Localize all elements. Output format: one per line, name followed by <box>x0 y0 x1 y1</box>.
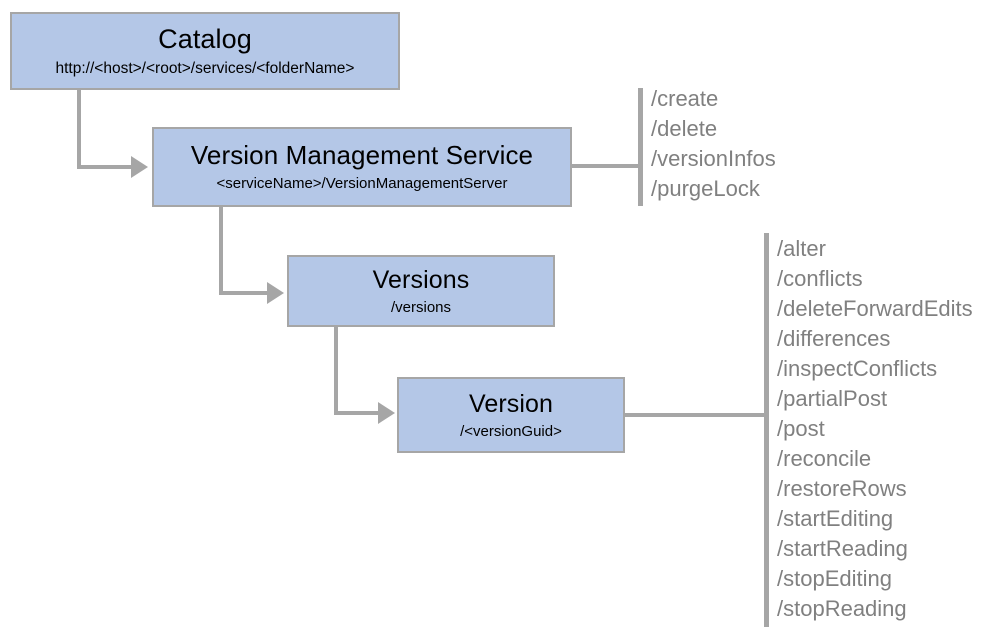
operation-list-version: /alter/conflicts/deleteForwardEdits/diff… <box>777 234 973 624</box>
operations-bracket-version <box>764 233 769 627</box>
operation-version-item: /alter <box>777 236 826 261</box>
operation-version-item: /stopReading <box>777 596 907 621</box>
operation-service-item: /versionInfos <box>651 146 776 171</box>
operation-version-item: /deleteForwardEdits <box>777 296 973 321</box>
operation-version-item: /reconcile <box>777 446 872 471</box>
node-version-management-service-subtitle: <serviceName>/VersionManagementServer <box>216 175 508 193</box>
node-versions-subtitle: /versions <box>390 298 452 316</box>
node-versions[interactable]: Versions /versions <box>287 255 555 327</box>
connector-versions-to-version-vertical <box>334 327 338 415</box>
connector-versions-to-version-horizontal <box>334 411 380 415</box>
operation-version-item: /inspectConflicts <box>777 356 938 381</box>
arrow-head-icon-service-to-versions <box>267 282 284 304</box>
connector-service-to-operations <box>572 164 642 168</box>
connector-catalog-to-service-horizontal <box>77 165 133 169</box>
node-catalog-subtitle: http://<host>/<root>/services/<folderNam… <box>55 59 355 77</box>
node-version-management-service[interactable]: Version Management Service <serviceName>… <box>152 127 572 207</box>
node-versions-title: Versions <box>372 265 470 294</box>
operation-version-item: /startEditing <box>777 506 894 531</box>
operation-service-item: /purgeLock <box>651 176 760 201</box>
node-version[interactable]: Version /<versionGuid> <box>397 377 625 453</box>
operation-version-item: /startReading <box>777 536 908 561</box>
arrow-head-icon-catalog-to-service <box>131 156 148 178</box>
operation-version-item: /partialPost <box>777 386 888 411</box>
operation-service-item: /create <box>651 86 719 111</box>
node-version-subtitle: /<versionGuid> <box>460 422 562 440</box>
connector-catalog-to-service-vertical <box>77 90 81 168</box>
node-version-management-service-title: Version Management Service <box>190 139 534 170</box>
operation-list-service: /create/delete/versionInfos/purgeLock <box>651 84 776 204</box>
operation-version-item: /post <box>777 416 825 441</box>
operations-bracket-service <box>638 88 643 206</box>
node-catalog[interactable]: Catalog http://<host>/<root>/services/<f… <box>10 12 400 90</box>
operation-version-item: /differences <box>777 326 891 351</box>
operation-version-item: /restoreRows <box>777 476 907 501</box>
arrow-head-icon-versions-to-version <box>378 402 395 424</box>
node-version-title: Version <box>468 389 554 418</box>
operation-service-item: /delete <box>651 116 718 141</box>
operation-version-item: /conflicts <box>777 266 863 291</box>
connector-service-to-versions-horizontal <box>219 291 269 295</box>
node-catalog-title: Catalog <box>158 24 252 55</box>
connector-service-to-versions-vertical <box>219 207 223 295</box>
operation-version-item: /stopEditing <box>777 566 892 591</box>
connector-version-to-operations <box>625 413 768 417</box>
